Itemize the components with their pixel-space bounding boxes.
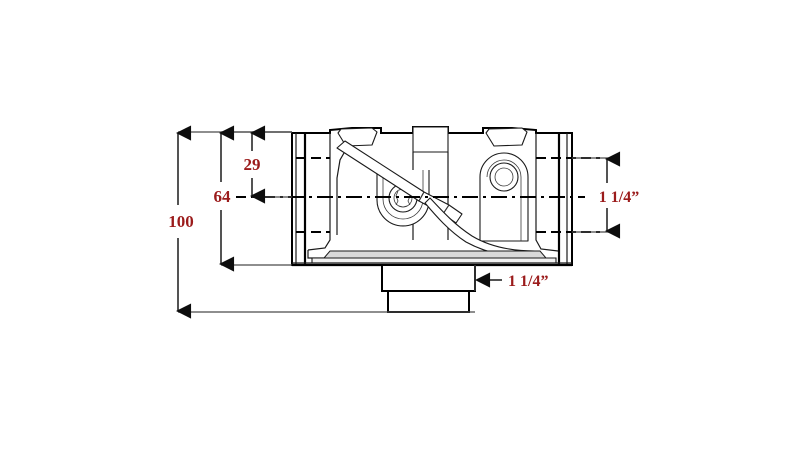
dim-label-100: 100 — [168, 212, 194, 231]
right-poppet-pocket-inner — [486, 159, 522, 241]
top-boss-center — [412, 126, 449, 153]
left-poppet-spline — [395, 188, 411, 208]
top-boss-right — [485, 127, 528, 147]
left-poppet-pocket-inner — [382, 170, 424, 220]
outlet-nipple-flange — [381, 264, 476, 292]
dim-label-side-port: 1 1/4” — [599, 189, 639, 206]
right-chamber-wall — [535, 133, 559, 252]
dim-label-bg-side-port — [585, 184, 653, 207]
left-chamber-wall-outer — [307, 133, 331, 251]
right-poppet-circle-inner — [494, 167, 514, 187]
dimension-side-port-size: 1 1/4” — [572, 151, 653, 239]
dim-label-outlet-port: 1 1/4” — [508, 273, 548, 290]
dim-label-bg-29 — [239, 152, 266, 175]
bottom-plate-lower — [311, 257, 557, 264]
dimension-top-to-centerline: 29 — [239, 125, 292, 204]
dim-label-64: 64 — [214, 187, 232, 206]
dimension-outlet-port-size: 1 1/4” — [474, 265, 548, 291]
outlet-nipple-shank — [387, 290, 470, 313]
dimension-body-height: 64 — [209, 125, 292, 272]
right-poppet-circle — [489, 162, 519, 192]
dim-label-bg-64 — [209, 184, 236, 207]
dim-label-bg-100 — [163, 208, 199, 232]
valve-body-geometry — [230, 126, 600, 313]
dim-label-29: 29 — [244, 155, 261, 174]
bottom-plate-upper — [322, 250, 548, 259]
